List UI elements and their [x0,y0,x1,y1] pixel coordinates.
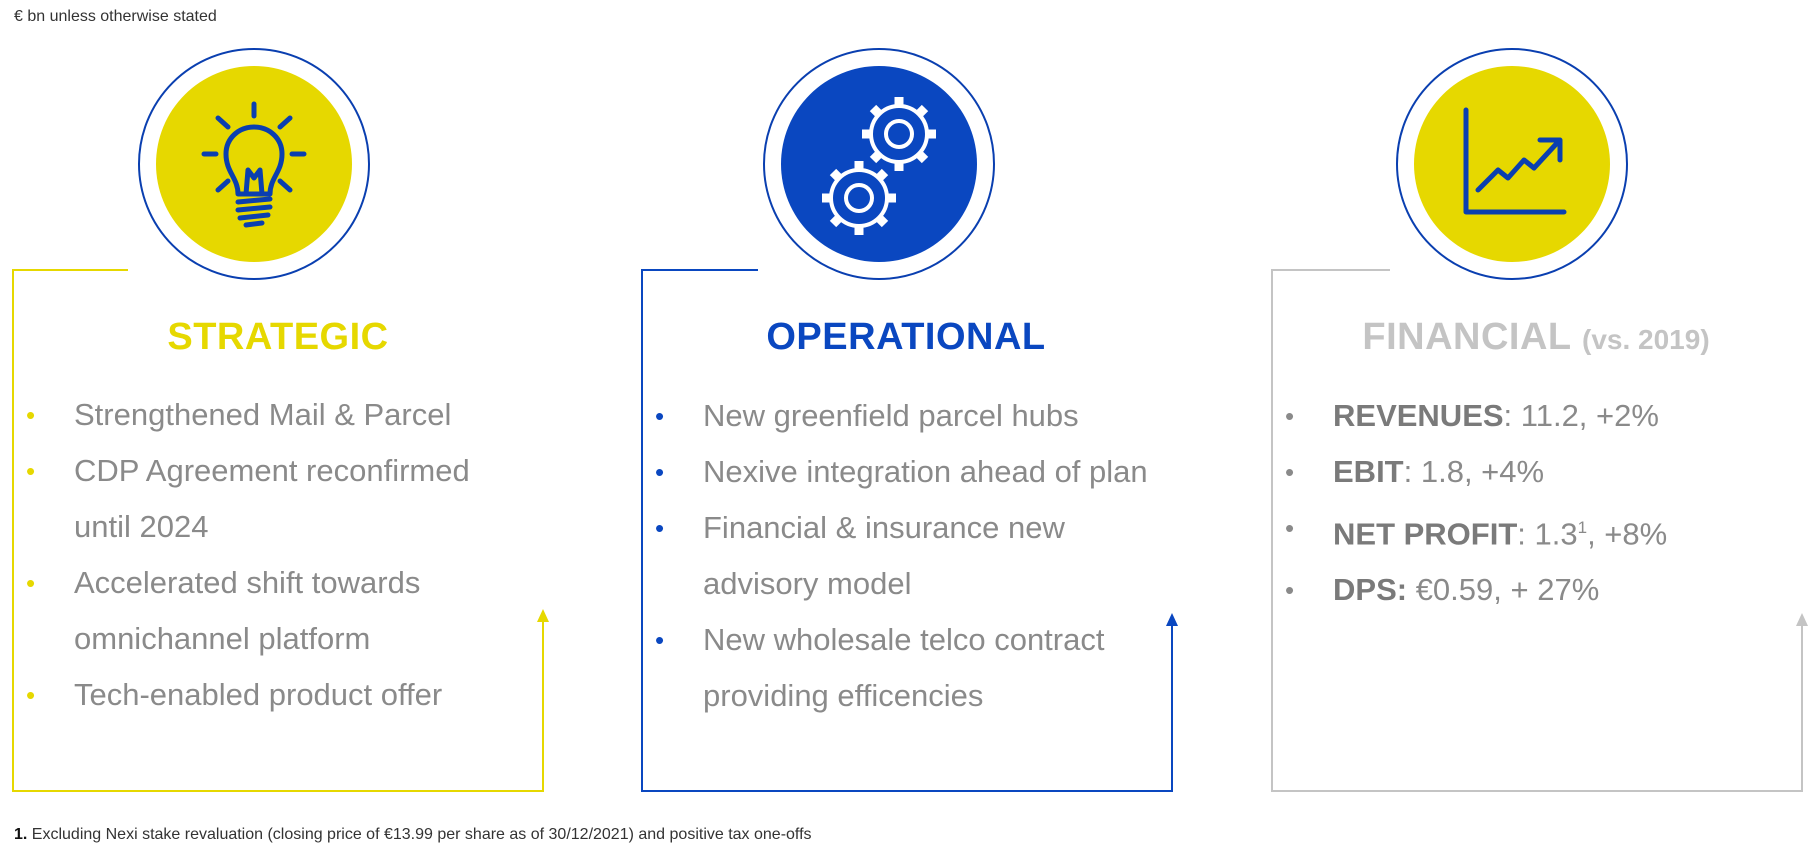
financial-list: •REVENUES: 11.2, +2% •EBIT: 1.8, +4% •NE… [1273,388,1793,618]
operational-title: OPERATIONAL [766,316,1046,358]
list-item: •DPS: €0.59, + 27% [1285,572,1600,608]
list-item: •CDP Agreement reconfirmed until 2024 [26,453,470,544]
financial-badge [1396,48,1628,280]
strategic-badge [138,48,370,280]
list-item: •Accelerated shift towards omnichannel p… [26,565,421,656]
gears-icon [822,97,936,235]
list-item: •REVENUES: 11.2, +2% [1285,398,1659,433]
footnote-text: Excluding Nexi stake revaluation (closin… [31,826,812,843]
footnote: 1. Excluding Nexi stake revaluation (clo… [14,826,812,844]
strategic-frame [12,269,549,792]
list-item: •New wholesale telco contract providing … [655,622,1105,713]
lightbulb-icon [201,101,307,228]
operational-badge [763,48,995,280]
list-item: •New greenfield parcel hubs [655,398,1079,433]
operational-frame [641,269,1178,792]
growth-chart-icon [1463,107,1567,215]
list-item: •EBIT: 1.8, +4% [1285,454,1545,489]
unit-note: € bn unless otherwise stated [14,8,217,25]
strategic-title: STRATEGIC [167,316,389,358]
operational-list: •New greenfield parcel hubs •Nexive inte… [643,388,1163,724]
list-item: •Tech-enabled product offer [26,677,443,712]
list-item: •Financial & insurance new advisory mode… [655,510,1065,601]
footnote-marker: 1. [14,826,28,843]
list-item: •Strengthened Mail & Parcel [26,397,452,432]
financial-frame [1271,269,1808,792]
financial-title: FINANCIAL (vs. 2019) [1258,316,1814,359]
list-item: •NET PROFIT: 1.31, +8% [1285,513,1668,552]
strategic-list: •Strengthened Mail & Parcel •CDP Agreeme… [14,387,514,723]
financial-title-main: FINANCIAL [1362,316,1571,358]
list-item: •Nexive integration ahead of plan [655,454,1148,489]
financial-title-suffix: (vs. 2019) [1582,324,1710,355]
